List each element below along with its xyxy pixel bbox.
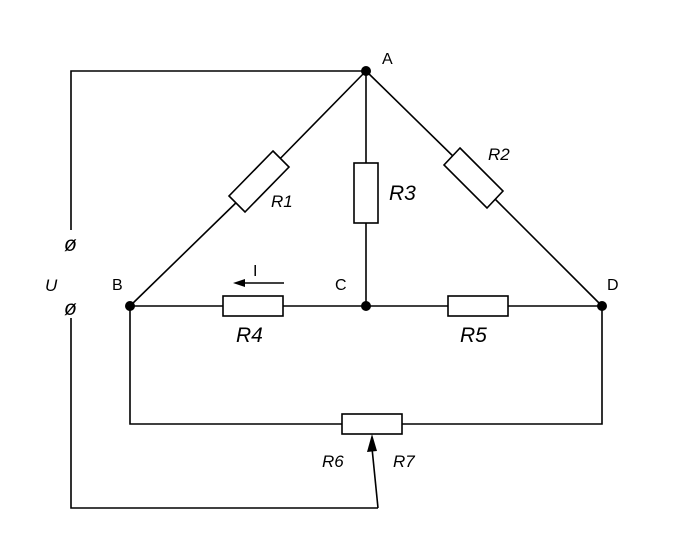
wire-supply-bottom bbox=[70, 318, 378, 509]
label-r5: R5 bbox=[460, 324, 487, 347]
terminal-top-symbol: ø bbox=[64, 233, 77, 256]
wire-a-r1 bbox=[267, 70, 367, 172]
label-node-d: D bbox=[607, 277, 619, 294]
wire-r2-d bbox=[483, 187, 603, 307]
label-r3: R3 bbox=[389, 182, 416, 205]
label-r7: R7 bbox=[393, 452, 415, 471]
label-node-b: B bbox=[112, 277, 123, 294]
resistor-r2 bbox=[442, 146, 505, 210]
wire-a-r2 bbox=[365, 70, 461, 164]
terminal-bottom-symbol: ø bbox=[64, 297, 77, 320]
resistor-r1 bbox=[227, 149, 291, 214]
node-a bbox=[361, 66, 371, 76]
label-current: I bbox=[253, 263, 257, 280]
potentiometer-r6-r7 bbox=[341, 413, 403, 435]
label-node-a: A bbox=[382, 51, 393, 68]
wire-b-pot bbox=[129, 306, 342, 425]
node-d bbox=[597, 301, 607, 311]
wire-pot-d bbox=[402, 306, 603, 425]
node-c bbox=[361, 301, 371, 311]
resistor-r3 bbox=[353, 162, 379, 224]
label-r4: R4 bbox=[236, 324, 263, 347]
node-b bbox=[125, 301, 135, 311]
resistor-r5 bbox=[447, 295, 509, 317]
current-arrow-head bbox=[233, 279, 245, 287]
label-r2: R2 bbox=[488, 145, 510, 164]
wire-supply-top bbox=[70, 70, 366, 230]
wiper-arrow-head bbox=[367, 434, 377, 452]
wiper-line bbox=[371, 447, 379, 509]
label-node-c: C bbox=[335, 277, 347, 294]
wire-r1-b bbox=[129, 194, 245, 307]
label-voltage: U bbox=[45, 276, 58, 295]
label-r6: R6 bbox=[322, 452, 344, 471]
label-r1: R1 bbox=[271, 192, 293, 211]
resistor-r4 bbox=[222, 295, 284, 317]
